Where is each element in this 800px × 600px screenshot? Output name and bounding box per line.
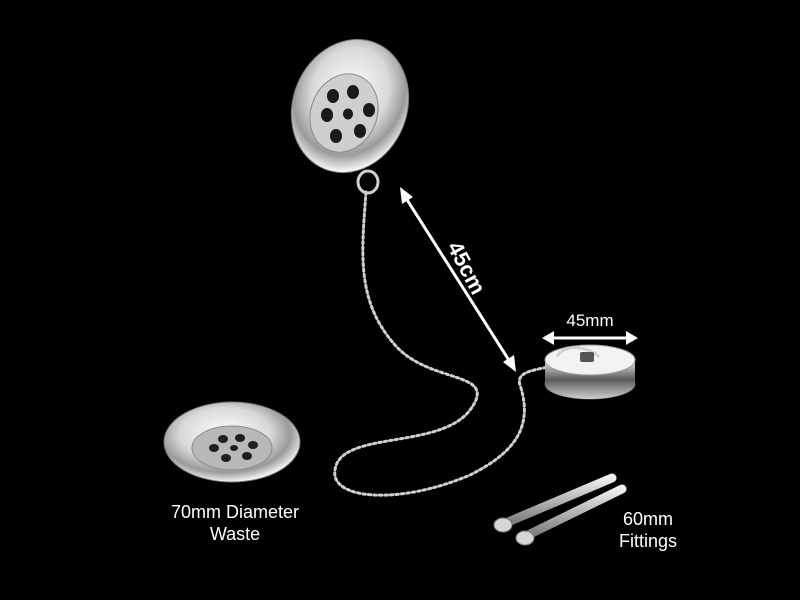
ball-chain <box>333 190 557 497</box>
plug-stopper <box>544 344 636 400</box>
plug-width-arrow <box>542 331 638 345</box>
fitting-bolts <box>493 473 627 546</box>
fittings-caption: 60mm Fittings <box>588 508 708 552</box>
upper-waste-grate <box>290 38 410 195</box>
plug-width-label: 45mm <box>566 311 614 330</box>
waste-caption: 70mm Diameter Waste <box>130 501 340 545</box>
chain-ring-icon <box>356 169 380 195</box>
lower-waste-grate <box>163 401 301 483</box>
chain-length-arrow <box>400 187 516 372</box>
waste-caption-line2: Waste <box>209 524 261 544</box>
fittings-caption-line2: Fittings <box>618 531 678 551</box>
waste-caption-line1: 70mm Diameter <box>170 502 300 522</box>
fittings-caption-line1: 60mm <box>622 509 673 529</box>
